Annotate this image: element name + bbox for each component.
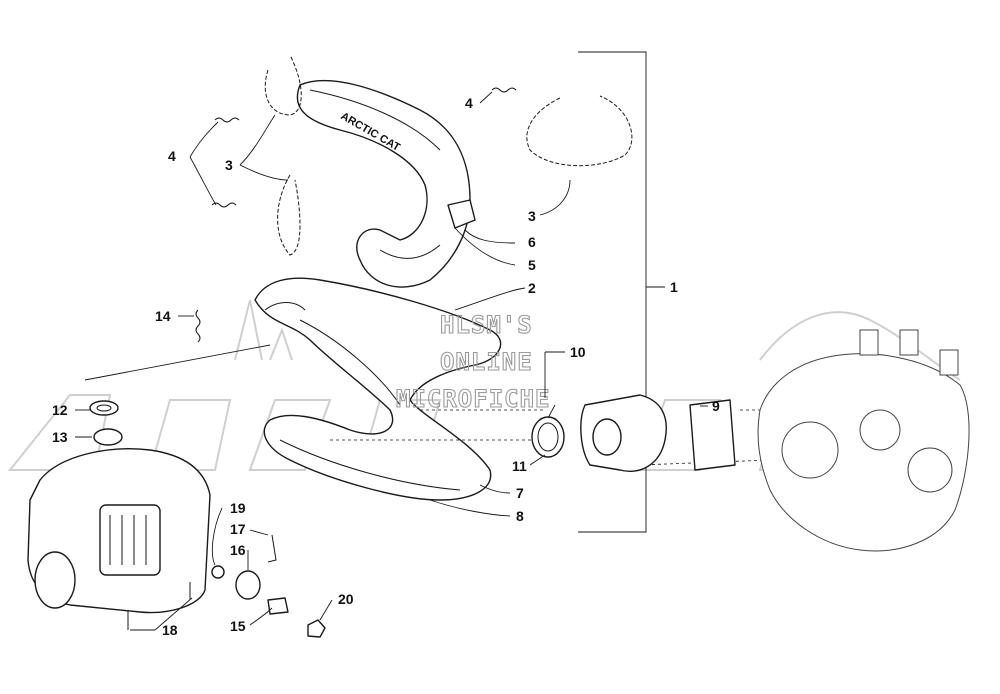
- callout-5: 5: [528, 257, 536, 273]
- callout-3-right: 3: [528, 208, 536, 224]
- watermark-line-3: MICROFICHE: [396, 385, 551, 413]
- leader-lines: [75, 91, 708, 631]
- muffler: [27, 428, 211, 614]
- callout-9: 9: [712, 398, 720, 414]
- nut-20: [307, 619, 326, 638]
- exhaust-manifold: [580, 394, 736, 472]
- callout-7: 7: [516, 485, 524, 501]
- watermark-line-1: HLSM'S: [440, 311, 533, 339]
- heat-shield: ARCTIC CAT: [296, 79, 476, 288]
- callout-15: 15: [230, 618, 246, 634]
- muffler-inlet-guide: [84, 344, 271, 381]
- strap-band-right: [526, 95, 633, 167]
- decal-plate: [447, 199, 476, 229]
- bushing-15: [267, 597, 289, 615]
- callout-8: 8: [516, 508, 524, 524]
- callout-10: 10: [570, 344, 586, 360]
- callout-4-left: 4: [168, 148, 176, 164]
- callout-labels: 1 2 3 3 4 4 5 6 7 8 9 10 11 12 13 14 15 …: [52, 95, 720, 638]
- spring-14: [195, 309, 201, 343]
- callout-14: 14: [155, 308, 171, 324]
- callout-12: 12: [52, 402, 68, 418]
- studs-18: [127, 582, 191, 630]
- assembly-bracket: [578, 51, 665, 533]
- strap-upper: [264, 54, 302, 116]
- watermark-line-2: ONLINE: [440, 348, 533, 376]
- muffler-outlet-grommet: [93, 428, 123, 446]
- spring-upper-left: [214, 117, 240, 123]
- callout-18: 18: [162, 622, 178, 638]
- spring-lower-left: [211, 202, 237, 208]
- grommet-16: [235, 570, 261, 600]
- mounting-hardware: [127, 534, 326, 638]
- callout-6: 6: [528, 234, 536, 250]
- callout-11: 11: [512, 458, 527, 474]
- strap-lower: [277, 174, 301, 256]
- callout-16: 16: [230, 542, 246, 558]
- spring-top-center: [491, 87, 517, 93]
- outlet-gasket: [89, 400, 119, 416]
- watermark: HLSM'S ONLINE MICROFICHE: [395, 310, 551, 413]
- callout-4-top: 4: [465, 95, 473, 111]
- exhaust-gasket: [531, 416, 565, 458]
- callout-17: 17: [230, 521, 246, 537]
- callout-3-left: 3: [225, 157, 233, 173]
- expansion-chamber: [254, 277, 502, 501]
- callout-19: 19: [230, 500, 246, 516]
- engine-block: [757, 329, 970, 552]
- callout-13: 13: [52, 429, 68, 445]
- clip-17: [267, 534, 277, 563]
- callout-2: 2: [528, 280, 536, 296]
- washer-19: [211, 565, 225, 579]
- callout-1: 1: [670, 279, 678, 295]
- callout-20: 20: [338, 591, 354, 607]
